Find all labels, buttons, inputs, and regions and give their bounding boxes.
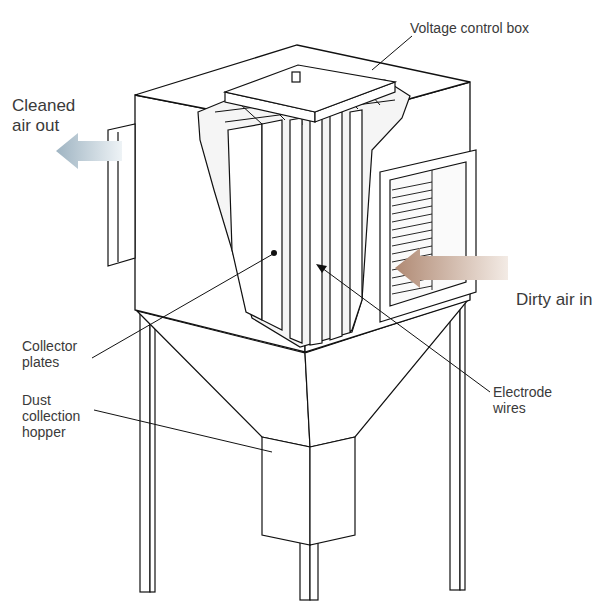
inlet-duct [380,150,476,322]
electrode-wires-part [392,246,432,254]
part-label: Dust collection hopper [22,392,98,440]
electrode-wires-part [392,238,432,246]
electrode-wires-part [392,214,432,222]
electrode-wires-part [392,286,432,294]
electrode-wires-part [392,190,432,198]
airflow-arrows [56,133,508,288]
cutaway [198,80,410,347]
electrode-wires-part [392,230,432,238]
collector-plates-part [330,112,342,340]
electrode-wires-part [392,198,432,206]
electrode-wires-part [392,206,432,214]
leader-lines-part [322,268,490,392]
leader-dot [271,250,277,256]
voltage-control-box-part [292,72,300,82]
support-legs-part [140,310,150,592]
leader-lines-part [372,36,412,70]
leader-lines-part [92,254,273,358]
voltage-control-box-part [225,65,395,112]
airflow-arrows-part [56,133,122,169]
part-label: Electrode wires [493,384,573,416]
leader-arrowhead [316,264,327,273]
part-label: Dirty air in [516,290,596,310]
support-legs-part [450,300,460,590]
leader-lines [92,36,490,452]
voltage-control-box [225,65,395,122]
collector-plates-part [310,115,322,345]
airflow-arrows-part [395,248,508,288]
collector-plates [228,110,362,345]
hopper-part [310,437,355,545]
part-label: Collector plates [22,338,98,370]
collector-plates-part [262,120,282,330]
inlet-duct-part [390,162,466,306]
collector-plates-part [290,118,302,343]
support-legs-part [150,312,155,592]
hopper-part [262,437,310,545]
part-label: Cleaned air out [12,96,94,135]
electrode-wires-part [392,182,432,190]
support-legs-part [460,298,465,590]
collector-plates-part [350,110,362,332]
housing-part [135,45,470,128]
electrode-wires-part [392,222,432,230]
inlet-duct-part [380,150,476,322]
collector-plates-part [228,124,262,320]
cutaway-part [198,80,410,347]
part-label: Voltage control box [410,20,600,36]
leader-lines-part [94,410,272,452]
